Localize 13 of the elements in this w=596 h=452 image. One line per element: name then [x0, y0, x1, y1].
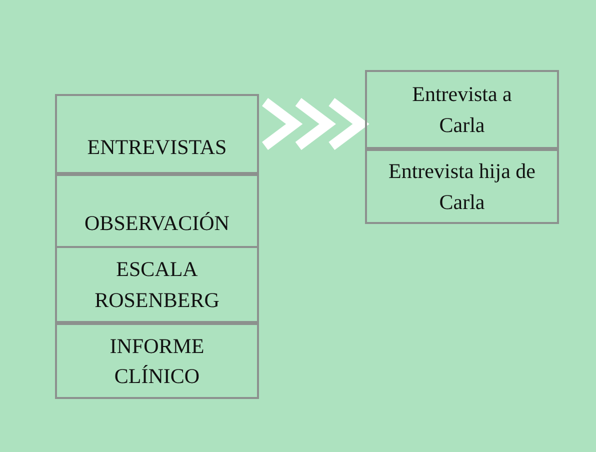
box-label: OBSERVACIÓN: [84, 210, 230, 237]
box-label: ENTREVISTAS: [87, 134, 227, 161]
chevron-arrow: [260, 97, 370, 151]
text-box: [55, 321, 259, 399]
text-box: [365, 147, 559, 224]
text-box: [55, 246, 259, 323]
text-box: [55, 172, 259, 248]
box-label: ESCALA ROSENBERG: [94, 256, 220, 314]
box-label: Entrevista hija de Carla: [388, 158, 536, 216]
box-label: Entrevista a Carla: [411, 81, 513, 138]
box-label: INFORME CLÍNICO: [108, 332, 206, 390]
text-box: [55, 94, 259, 174]
text-box: [365, 70, 559, 149]
